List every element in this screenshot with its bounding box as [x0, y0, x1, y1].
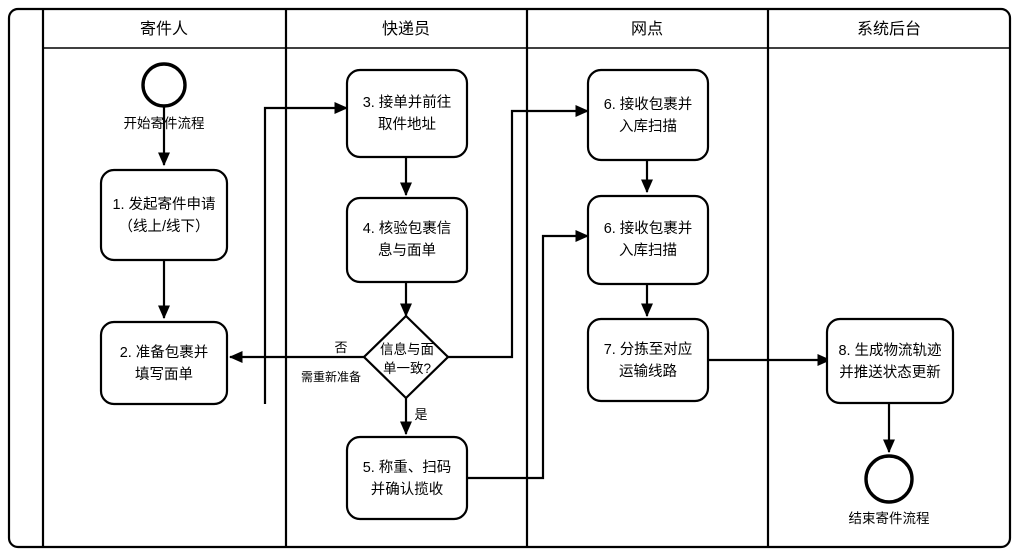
lane-title-branch: 网点 [631, 20, 663, 38]
task-8-label-line2: 并推送状态更新 [839, 364, 941, 381]
task-3[interactable]: 3. 接单并前往 取件地址 [345, 68, 469, 159]
task-6a-label-line1: 6. 接收包裹并 [604, 96, 693, 113]
task-1-label-line1: 1. 发起寄件申请 [112, 195, 215, 213]
task-6b-label-line2: 入库扫描 [619, 242, 677, 259]
lane-title-sender: 寄件人 [140, 20, 188, 38]
task-4-label-line2: 息与面单 [378, 242, 436, 259]
task-6a-box[interactable] [586, 68, 710, 162]
task-6b-box[interactable] [586, 194, 710, 286]
edge-label-yes: 是 [414, 407, 427, 422]
task-2[interactable]: 2. 准备包裹并 填写面单 [99, 320, 229, 406]
task-6a-label-line2: 入库扫描 [619, 118, 677, 135]
end-event-circle[interactable] [864, 454, 914, 504]
task-3-label-line2: 取件地址 [378, 116, 436, 133]
task-4-label-line1: 4. 核验包裹信 [363, 220, 452, 237]
task-1[interactable]: 1. 发起寄件申请 （线上/线下） [99, 168, 229, 262]
task-4[interactable]: 4. 核验包裹信 息与面单 [345, 196, 469, 284]
decision-1-label-line2: 单一致? [383, 361, 431, 376]
end-event-label: 结束寄件流程 [849, 510, 930, 526]
task-6b[interactable]: 6. 接收包裹并 入库扫描 [586, 194, 710, 286]
task-8-box[interactable] [825, 317, 955, 405]
task-3-label-line1: 3. 接单并前往 [363, 94, 452, 111]
task-6b-label-line1: 6. 接收包裹并 [604, 220, 693, 237]
task-2-box[interactable] [99, 320, 229, 406]
task-7-box[interactable] [586, 317, 710, 403]
pool-outline [7, 7, 1012, 549]
task-8[interactable]: 8. 生成物流轨迹 并推送状态更新 [825, 317, 955, 405]
task-5-box[interactable] [345, 435, 469, 521]
edge-label-no: 否 [334, 340, 347, 355]
decision-1-diamond[interactable] [362, 314, 450, 400]
task-7-label-line1: 7. 分拣至对应 [604, 340, 693, 358]
end-event[interactable]: 结束寄件流程 [849, 454, 930, 526]
start-event-circle[interactable] [141, 62, 187, 108]
task-2-label-line1: 2. 准备包裹并 [120, 344, 209, 361]
task-7[interactable]: 7. 分拣至对应 运输线路 [586, 317, 710, 403]
decision-1[interactable]: 信息与面 单一致? [362, 314, 450, 400]
task-5[interactable]: 5. 称重、扫码 并确认揽收 [345, 435, 469, 521]
start-event[interactable]: 开始寄件流程 [124, 62, 205, 131]
task-6a[interactable]: 6. 接收包裹并 入库扫描 [586, 68, 710, 162]
task-5-label-line1: 5. 称重、扫码 [363, 459, 452, 476]
edge-d1-to-t6a [448, 104, 590, 359]
lane-title-courier: 快递员 [382, 20, 430, 38]
connectors [157, 101, 896, 480]
start-event-label: 开始寄件流程 [124, 115, 205, 131]
edge-t5-to-t6b [466, 229, 590, 480]
edge-label-no-detail: 需重新准备 [301, 369, 361, 384]
edge-t2-to-t3 [263, 101, 349, 404]
task-8-label-line1: 8. 生成物流轨迹 [838, 342, 941, 359]
task-4-box[interactable] [345, 196, 469, 284]
decision-1-label-line1: 信息与面 [380, 341, 434, 357]
task-7-label-line2: 运输线路 [619, 363, 677, 380]
task-1-box[interactable] [99, 168, 229, 262]
task-2-label-line2: 填写面单 [135, 366, 193, 383]
pool: 寄件人 快递员 网点 系统后台 [7, 7, 1012, 549]
task-5-label-line2: 并确认揽收 [371, 481, 444, 498]
task-1-label-line2: （线上/线下） [118, 218, 209, 235]
task-3-box[interactable] [345, 68, 469, 159]
lane-title-backend: 系统后台 [857, 20, 921, 38]
